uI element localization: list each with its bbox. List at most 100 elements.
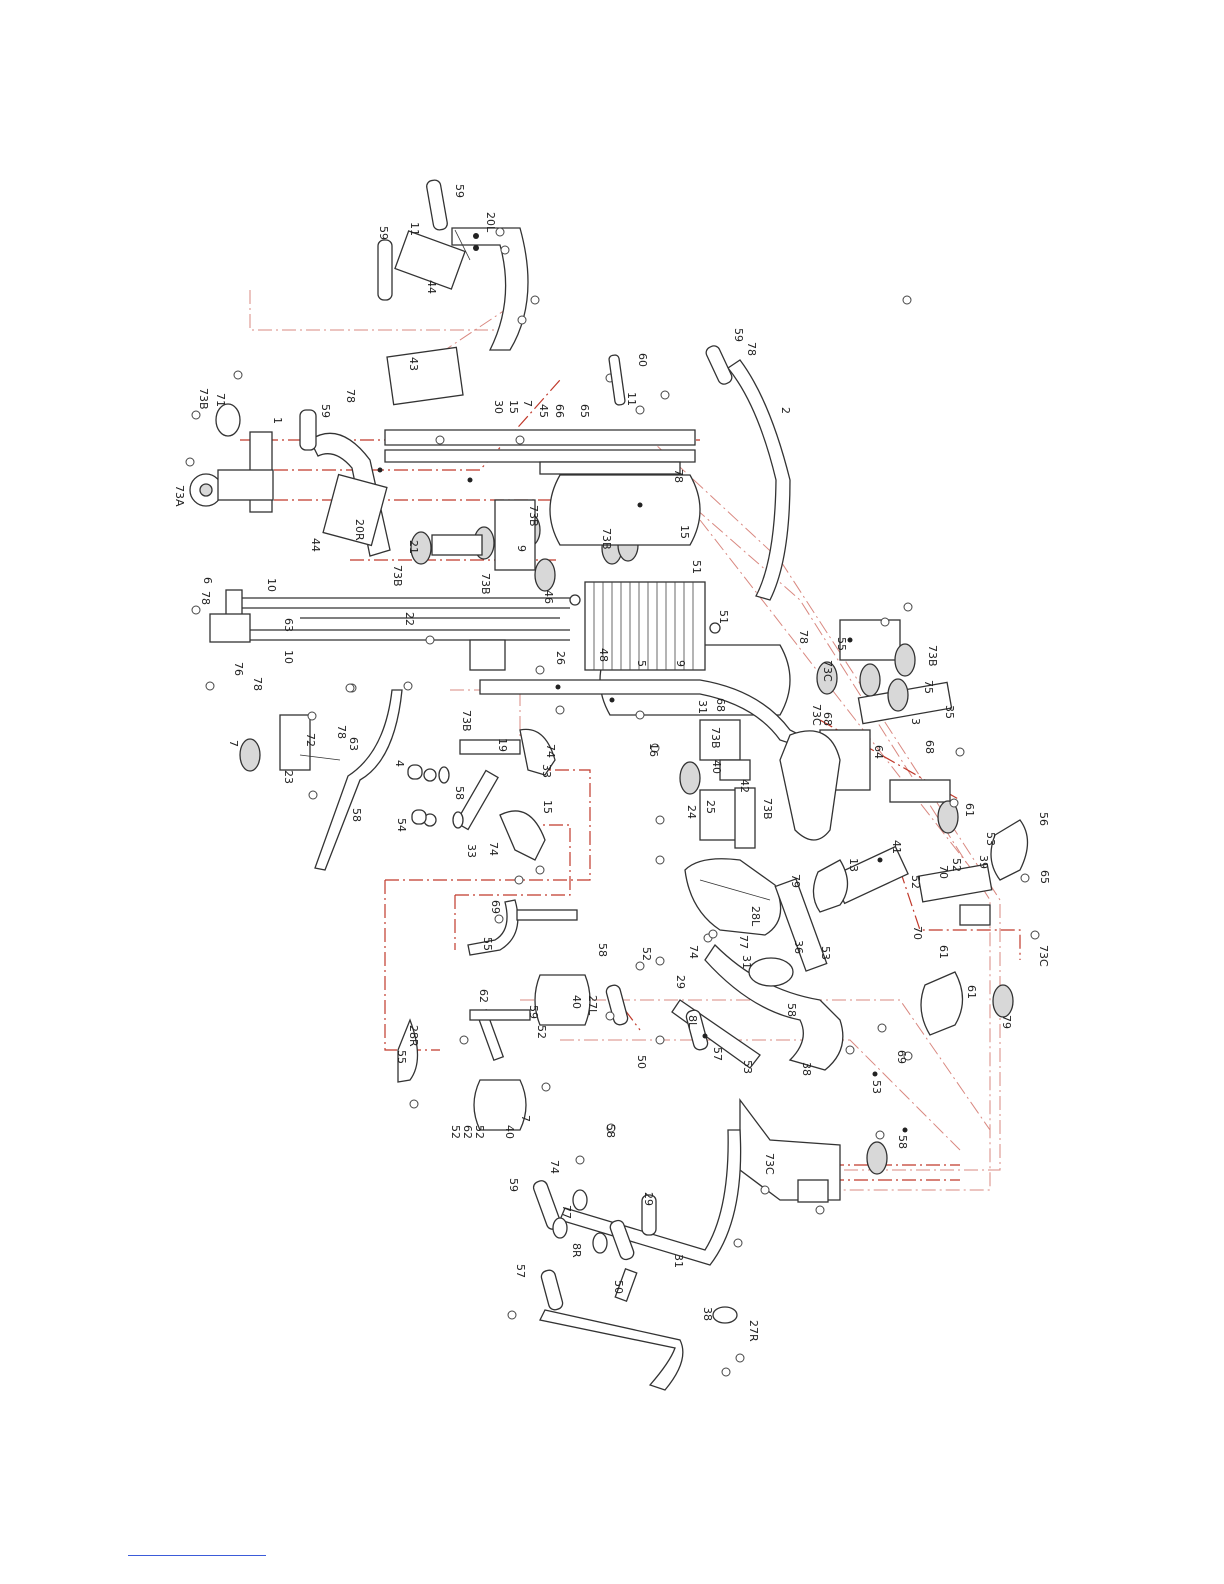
part-number: 28R	[407, 1025, 420, 1047]
part-number: 44	[309, 538, 322, 552]
part-number: 46	[542, 590, 555, 604]
part-number: 13	[847, 858, 860, 872]
part-number: 73C	[810, 704, 823, 726]
part-number: 78	[199, 591, 212, 605]
left-pulley-assembly	[189, 403, 391, 557]
part-number: 78	[745, 342, 758, 356]
part-number: 61	[965, 985, 978, 999]
part-number: 38	[800, 1062, 813, 1076]
part-number: 65	[1038, 870, 1051, 884]
part-number: 8R	[570, 1243, 583, 1258]
part-number: 63	[347, 737, 360, 751]
part-number: 75	[922, 680, 935, 694]
part-number: 73B	[926, 645, 939, 667]
part-number: 7	[521, 400, 534, 407]
part-number: 4	[393, 760, 406, 767]
part-number: 74	[687, 945, 700, 959]
footer-link-underline[interactable]	[128, 1555, 266, 1556]
part-number: 61	[937, 945, 950, 959]
part-number: 74	[548, 1160, 561, 1174]
part-number: 38	[701, 1307, 714, 1321]
part-number: 3	[909, 718, 922, 725]
part-number: 23	[282, 770, 295, 784]
part-number: 59	[319, 404, 332, 418]
part-number: 33	[465, 844, 478, 858]
part-number: 58	[785, 1003, 798, 1017]
part-number: 73B	[709, 727, 722, 749]
part-number: 52	[909, 875, 922, 889]
part-number: 53	[741, 1060, 754, 1074]
part-number: 64	[872, 745, 885, 759]
part-number: 76	[232, 662, 245, 676]
part-number: 7	[519, 1115, 532, 1122]
part-number: 9	[515, 545, 528, 552]
seat-cushion	[684, 858, 782, 936]
part-number: 39	[977, 855, 990, 869]
leg-roller-pads-right	[812, 819, 1029, 1036]
part-number: 9	[674, 660, 687, 667]
part-number: 68	[821, 712, 834, 726]
part-number: 61	[963, 803, 976, 817]
back-pad	[779, 730, 841, 841]
part-number: 48	[597, 648, 610, 662]
part-number: 24	[685, 805, 698, 819]
part-number: 55	[835, 637, 848, 651]
part-number: 31	[696, 700, 709, 714]
weight-stack	[209, 581, 721, 671]
part-number: 79	[789, 874, 802, 888]
part-number: 62	[477, 989, 490, 1003]
part-number: 73B	[460, 710, 473, 732]
part-number: 20L	[484, 212, 497, 233]
part-number: 7	[227, 740, 240, 747]
part-number: 1	[271, 417, 284, 424]
upper-frame	[384, 354, 696, 475]
part-number: 41	[890, 840, 903, 854]
part-number: 28L	[749, 906, 762, 927]
part-number: 8L	[686, 1015, 699, 1029]
part-number: 52	[535, 1025, 548, 1039]
part-number: 78	[344, 389, 357, 403]
part-number: 78	[797, 630, 810, 644]
part-number: 5	[635, 660, 648, 667]
part-number: 52	[473, 1125, 486, 1139]
part-number: 58	[604, 1124, 617, 1138]
part-number: 73B	[527, 505, 540, 527]
part-number: 30	[492, 400, 505, 414]
part-number: 73B	[600, 528, 613, 550]
part-number: 73C	[821, 660, 834, 682]
part-number: 55	[395, 1050, 408, 1064]
part-number: 73C	[1037, 945, 1050, 967]
part-number: 74	[544, 744, 557, 758]
part-number: 78	[251, 677, 264, 691]
leg-curl-arm-left	[605, 943, 844, 1071]
part-number: 73B	[761, 798, 774, 820]
part-number: 10	[265, 578, 278, 592]
callouts: 59 20L 11 59 44 43 60 59 78 2 73B 71 73A…	[173, 184, 1051, 1342]
part-number: 44	[425, 280, 438, 294]
part-number: 51	[690, 560, 703, 574]
part-number: 29	[642, 1192, 655, 1206]
press-arm	[727, 359, 791, 601]
part-number: 58	[453, 786, 466, 800]
part-number: 53	[870, 1080, 883, 1094]
part-number: 20R	[353, 519, 366, 541]
part-number: 42	[738, 779, 751, 793]
part-number: 15	[507, 400, 520, 414]
part-number: 31	[672, 1254, 685, 1268]
part-number: 53	[819, 946, 832, 960]
leg-curl-arm-right	[532, 1129, 742, 1391]
lat-bar-assembly	[377, 179, 540, 351]
part-number: 73B	[391, 565, 404, 587]
part-number: 73C	[763, 1153, 776, 1175]
part-number: 57	[711, 1047, 724, 1061]
part-number: 16	[647, 743, 660, 757]
part-number: 10	[282, 650, 295, 664]
part-number: 59	[453, 184, 466, 198]
part-number: 78	[672, 469, 685, 483]
part-number: 60	[636, 353, 649, 367]
part-number: 77	[737, 935, 750, 949]
part-number: 77	[560, 1205, 573, 1219]
part-number: 73B	[197, 388, 210, 410]
part-number: 31	[740, 955, 753, 969]
